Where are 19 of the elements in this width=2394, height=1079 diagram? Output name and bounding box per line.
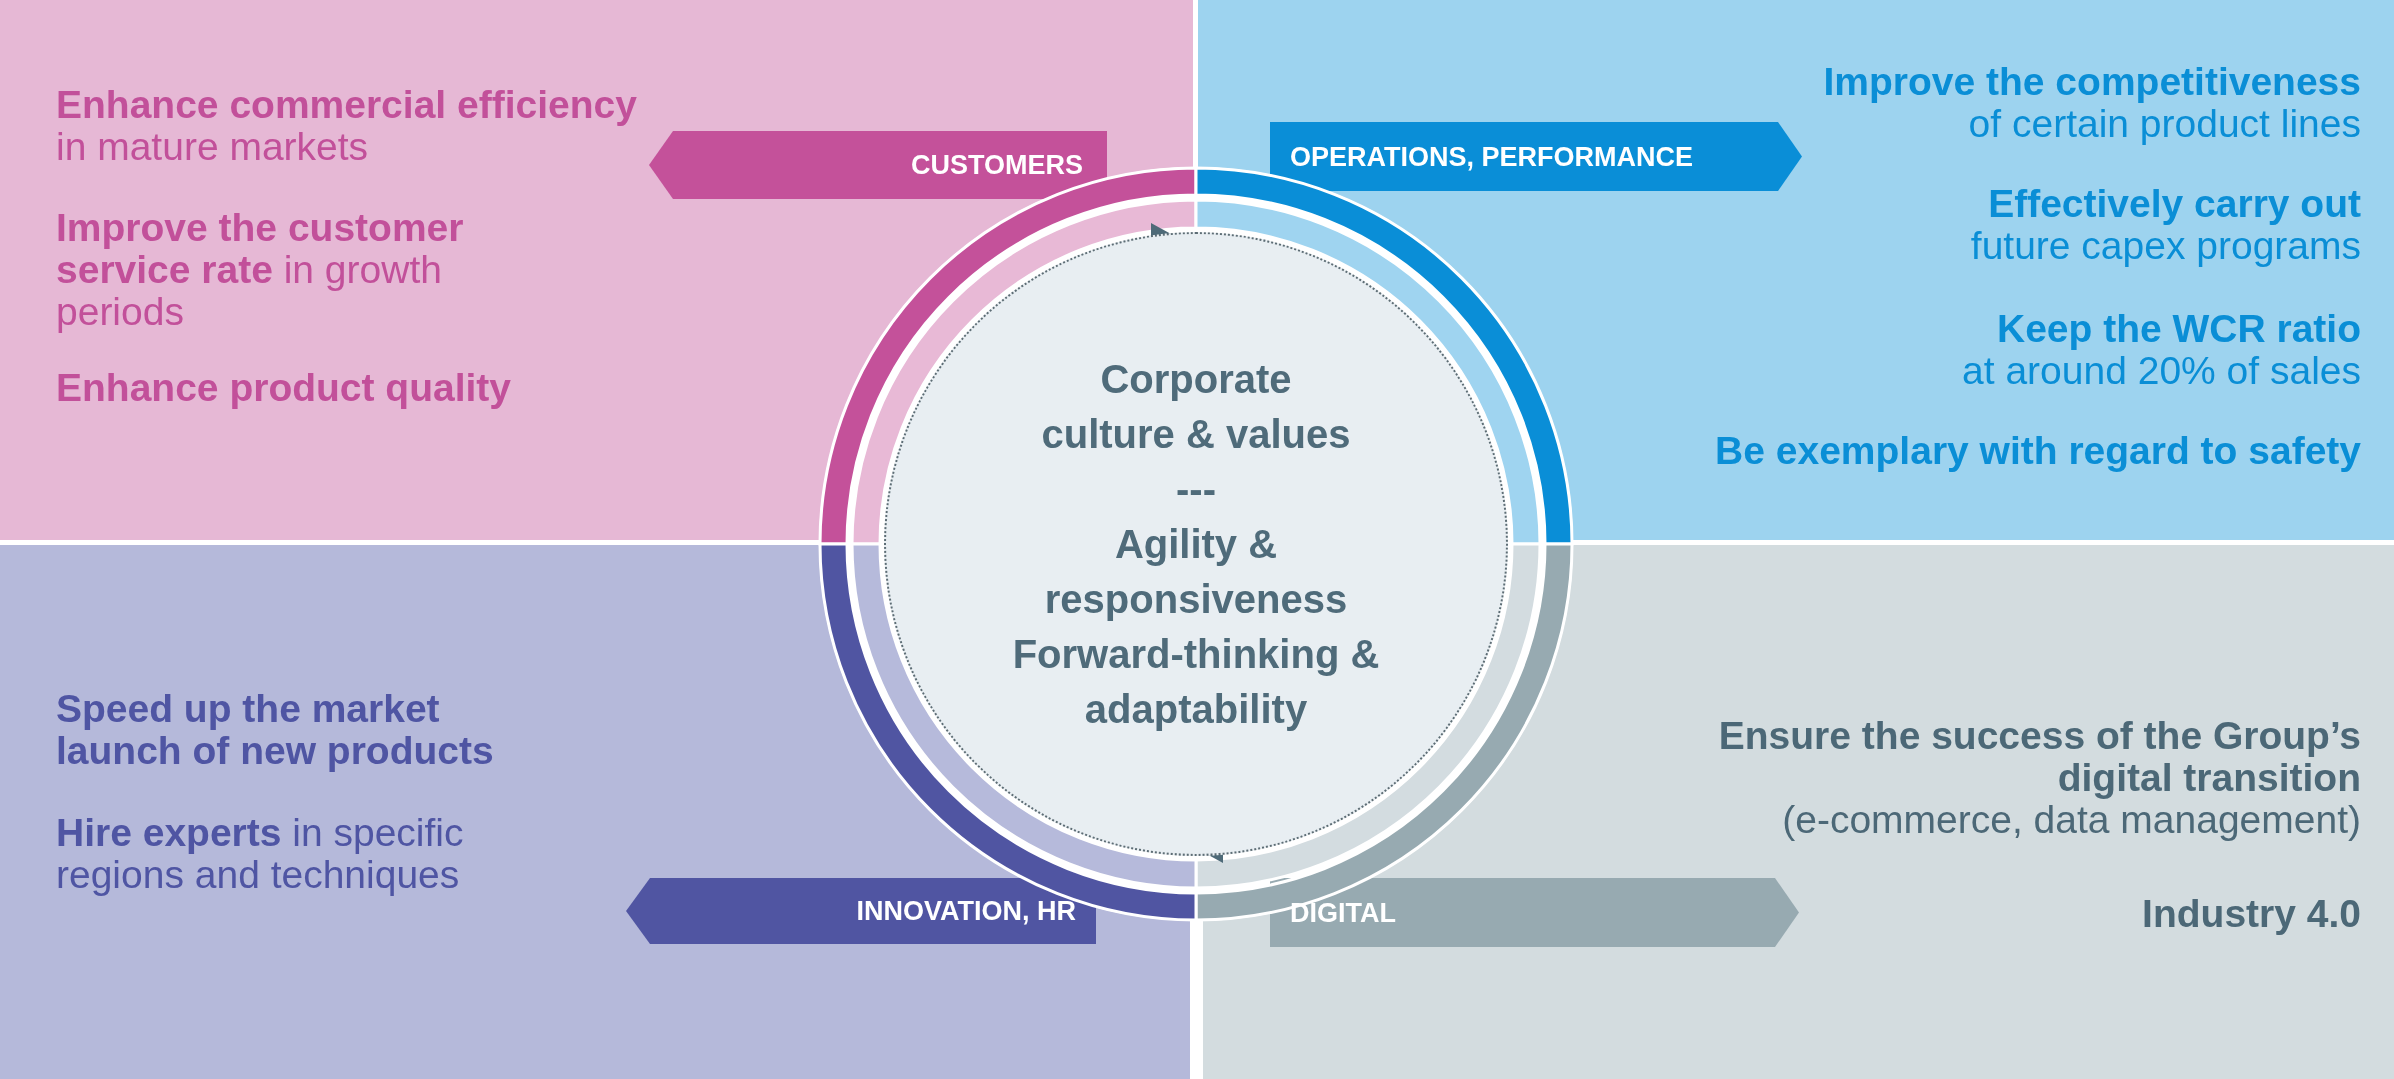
banner-label: DIGITAL bbox=[1290, 897, 1396, 928]
objective-text: Improve the competitiveness of certain product lines bbox=[1822, 61, 2361, 145]
center-text: Corporate culture & values bbox=[1040, 355, 1352, 458]
objective-text: Keep the WCR ratio at around 20% of sales bbox=[1961, 308, 2361, 392]
objective-text: Speed up the market launch of new products bbox=[56, 688, 495, 772]
center-text: --- bbox=[1175, 465, 1217, 513]
objective-text: Improve the customer service rate in growth periods bbox=[56, 207, 465, 333]
objective-text: Ensure the success of the Group’s digital transition (e-commerce, data management) bbox=[1717, 715, 2361, 841]
banner-label: CUSTOMERS bbox=[910, 150, 1083, 180]
objective-text: Enhance product quality bbox=[56, 367, 513, 409]
banner-label: INNOVATION, HR bbox=[856, 896, 1076, 926]
banner-label: OPERATIONS, PERFORMANCE bbox=[1290, 141, 1694, 172]
objective-text: Hire experts in specific regions and techniques bbox=[56, 812, 465, 896]
objective-text: Enhance commercial efficiency in mature markets bbox=[56, 84, 638, 168]
objective-text: Industry 4.0 bbox=[2141, 893, 2361, 935]
objective-text: Be exemplary with regard to safety bbox=[1714, 430, 2361, 472]
objective-text: Effectively carry out future capex programs bbox=[1969, 183, 2361, 267]
center-text: Forward-thinking & adaptability bbox=[1011, 630, 1381, 733]
center-text: Agility & responsiveness bbox=[1043, 520, 1349, 623]
